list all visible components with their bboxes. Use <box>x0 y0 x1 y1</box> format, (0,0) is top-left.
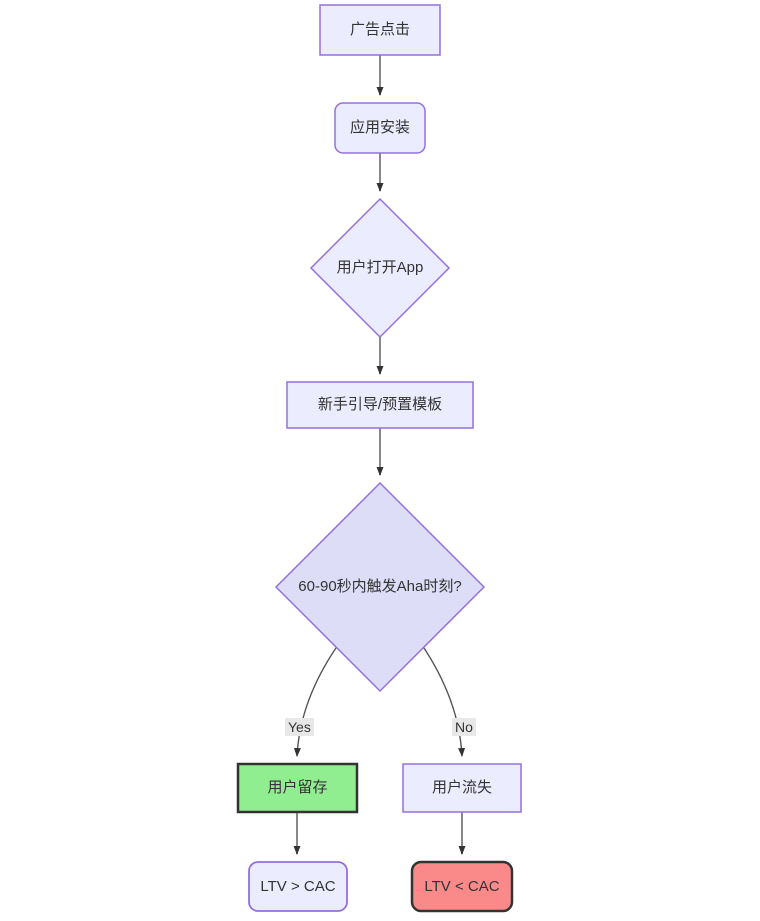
edge-label-no: No <box>452 718 476 737</box>
node-shape-onboarding-template[interactable] <box>286 381 474 429</box>
edge-aha-check-to-user-retained <box>293 644 339 757</box>
node-shape-user-opens-app[interactable] <box>309 197 451 339</box>
edge-aha-check-to-user-churned <box>421 644 466 757</box>
node-shape-aha-moment-check[interactable] <box>274 481 486 693</box>
node-shape-user-churned[interactable] <box>402 763 522 813</box>
edge-label-yes: Yes <box>285 718 314 737</box>
node-shape-ltv-less-cac[interactable] <box>410 860 514 913</box>
node-shape-ad-click[interactable] <box>319 4 441 56</box>
node-shape-ltv-greater-cac[interactable] <box>248 861 348 912</box>
node-shape-user-retained[interactable] <box>236 762 359 814</box>
node-shape-app-install[interactable] <box>334 102 426 154</box>
